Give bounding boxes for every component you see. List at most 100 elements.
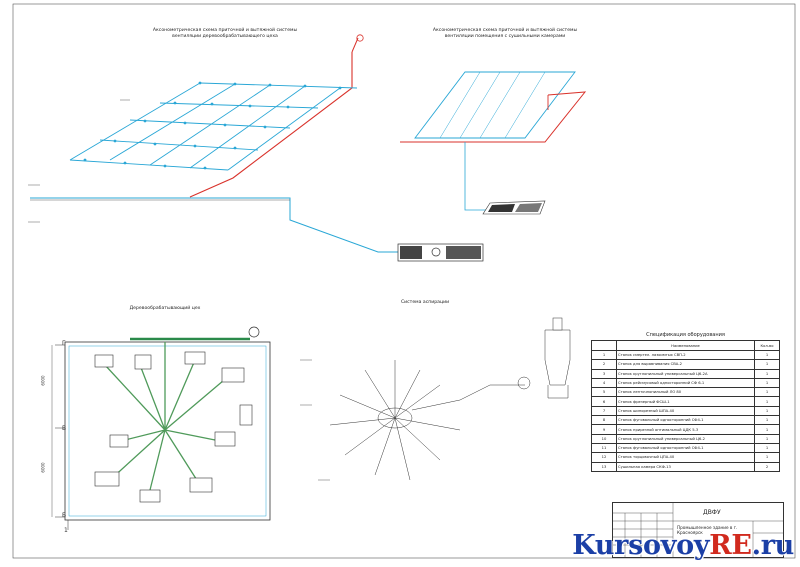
drying-axonometric-scheme [400,71,587,211]
equipment-specification: Спецификация оборудования Наименование К… [591,331,780,472]
woodshop-plan [51,326,271,530]
supply-grid [69,82,358,171]
cyclone [544,329,571,386]
drying-axonometric-title: Аксонометрическая схема приточной и вытя… [432,28,578,39]
spec-no-cell: 8 [591,415,617,426]
axis-label-1: 1 [64,527,68,534]
supply-loop-duct [414,71,576,139]
woodshop-axonometric-scheme [30,34,398,253]
air-handling-unit-2 [482,200,546,215]
spec-qty-cell: 1 [754,433,780,444]
header-no [591,340,617,351]
spec-no-cell: 7 [591,405,617,417]
sheet-frame [12,3,796,559]
spec-no-cell: 3 [591,368,617,379]
title-block-grid [613,503,783,557]
plan-dimension-2: 6000 [40,462,46,473]
spec-name-cell: Станок торцовочный ЦПА-40 [616,452,755,463]
spec-qty-cell: 2 [754,461,780,472]
spec-name-cell: Станок смертел. лазоимтых СВП-2 [616,349,755,361]
dimension-ticks [28,99,330,481]
spec-qty-cell: 1 [754,405,780,417]
spec-no-cell: 10 [591,433,617,444]
spec-qty-cell: 1 [754,424,780,435]
spec-qty-cell: 1 [754,377,780,389]
exhaust-fan-icon [356,34,364,42]
spec-no-cell: 11 [591,442,617,454]
aspiration-main-duct [411,384,525,411]
watermark-part1: Kursovoy [572,530,710,561]
spec-no-cell: 4 [591,377,617,389]
plan-fan-icon [248,326,260,338]
spec-qty-cell: 1 [754,349,780,361]
spec-name-cell: Станок рейсмусовый односторонний СФ 6-1 [616,377,755,389]
spec-qty-cell: 1 [754,387,780,398]
spec-name-cell: Станок ленточнопильный ЛО 80 [616,387,755,398]
exhaust-loop-duct [400,91,587,143]
axis-label-v: В [62,425,67,432]
spec-name-cell: Станок прирезной оптимальный ЦДК 5-3 [616,424,755,435]
spec-name-cell: Станок фуговальный односторонний СФ4-1 [616,415,755,426]
header-name: Наименование [616,340,755,351]
spec-qty-cell: 1 [754,442,780,454]
watermark-part2: RE [709,530,752,561]
supply-diffusers [83,81,342,170]
spec-qty-cell: 1 [754,368,780,379]
title-block-code: ДВФУ [703,509,721,516]
drying-supply-drop [464,142,490,211]
supply-main-duct [30,197,398,253]
spec-no-cell: 13 [591,461,617,472]
spec-qty-cell: 1 [754,452,780,463]
spec-name-cell: Сушильная камера СКФ-13 [616,461,755,472]
spec-no-cell: 9 [591,424,617,435]
exhaust-main-duct [189,52,353,198]
plan-branches [104,342,231,491]
woodshop-plan-title: Деревообрабатывающий цех [129,306,201,311]
watermark-part3: .ru [751,530,795,561]
specification-title: Спецификация оборудования [646,332,725,338]
spec-no-cell: 2 [591,359,617,370]
watermark-logo: KursovoyRE.ru [572,530,794,561]
header-qty: Кол-во [754,340,780,351]
plan-machines [94,351,253,503]
title-block: ДВФУ Промышленное здание в г. Красноярск [612,502,784,558]
spec-no-cell: 12 [591,452,617,463]
aspiration-title: Система аспирации [400,300,450,305]
specification-header-row: Наименование Кол-во [591,340,780,351]
title-block-place: Промышленное здание в г. Красноярск [677,525,757,535]
spec-no-cell: 1 [591,349,617,361]
aspiration-scheme [329,317,571,481]
plan-dimension-1: 6000 [40,375,46,386]
woodshop-axonometric-title: Аксонометрическая схема приточной и вытя… [152,28,298,39]
spec-qty-cell: 1 [754,359,780,370]
spec-name-cell: Станок шипорезный ШПА-40 [616,405,755,417]
aspiration-fan-icon [517,376,531,390]
spec-name-cell: Станок круглопильный универсальный Ц6-2 [616,433,755,444]
exhaust-riser [351,37,359,53]
title-block-place-line2: Красноярск [677,530,703,535]
spec-qty-cell: 1 [754,415,780,426]
axis-label-g: Г [62,340,66,347]
spec-no-cell: 6 [591,396,617,407]
title-block-place-line1: Промышленное здание в г. [677,525,738,530]
plan-walls [64,341,271,521]
spec-no-cell: 5 [591,387,617,398]
spec-name-cell: Станок фрезерный ФСШ-1 [616,396,755,407]
spec-name-cell: Станок для выравнивания СВА-2 [616,359,755,370]
